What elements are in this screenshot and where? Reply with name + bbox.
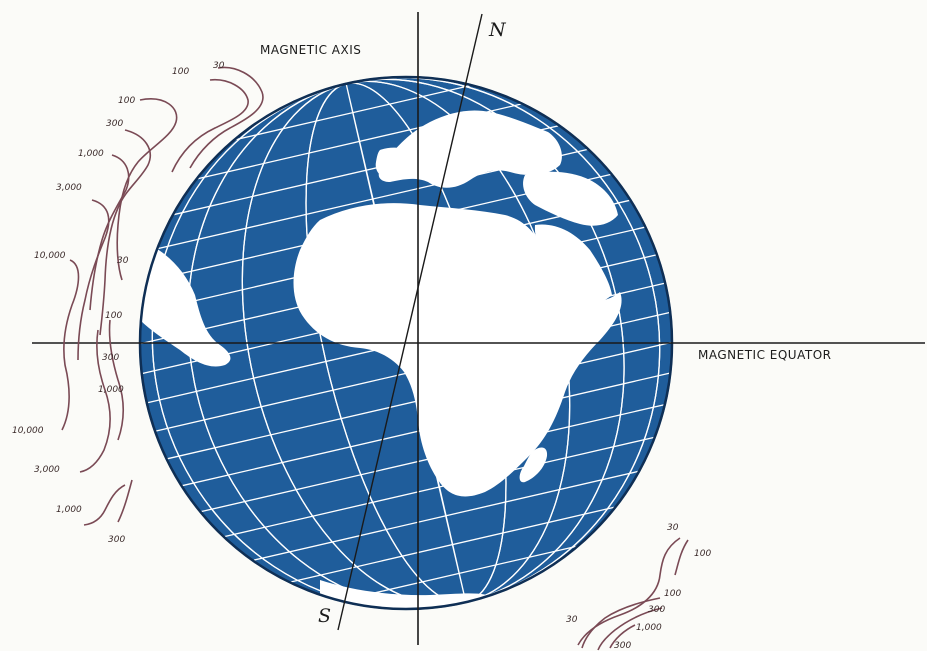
contour-value: 3,000 — [34, 465, 60, 475]
contour-value: 30 — [667, 523, 679, 533]
contour-value: 300 — [614, 641, 631, 651]
contour-line — [80, 330, 110, 472]
contour-line — [675, 540, 688, 575]
contour-value: 3,000 — [56, 183, 82, 193]
contour-line — [62, 260, 79, 430]
contour-value: 1,000 — [56, 505, 82, 515]
north-pole-label: N — [488, 19, 507, 41]
contour-value: 100 — [694, 549, 711, 559]
contour-value: 30 — [117, 256, 129, 266]
contour-value: 100 — [105, 311, 122, 321]
contour-value: 100 — [118, 96, 135, 106]
contour-value: 10,000 — [12, 426, 44, 436]
south-pole-label: S — [318, 605, 331, 627]
contour-value: 100 — [664, 589, 681, 599]
magnetic-axis-label: MAGNETIC AXIS — [260, 43, 361, 57]
contour-line — [118, 480, 132, 522]
magnetic-equator-label: MAGNETIC EQUATOR — [698, 348, 831, 362]
contour-value: 30 — [566, 615, 578, 625]
contour-value: 1,000 — [98, 385, 124, 395]
contour-value: 100 — [172, 67, 189, 77]
contour-value: 300 — [108, 535, 125, 545]
contour-value: 300 — [106, 119, 123, 129]
contour-value: 10,000 — [34, 251, 66, 261]
contour-line — [109, 320, 123, 440]
contour-value: 300 — [102, 353, 119, 363]
contour-value: 300 — [648, 605, 665, 615]
contour-value: 1,000 — [78, 149, 104, 159]
contour-value: 30 — [213, 61, 225, 71]
contour-value: 1,000 — [636, 623, 662, 633]
contour-line — [90, 155, 129, 310]
